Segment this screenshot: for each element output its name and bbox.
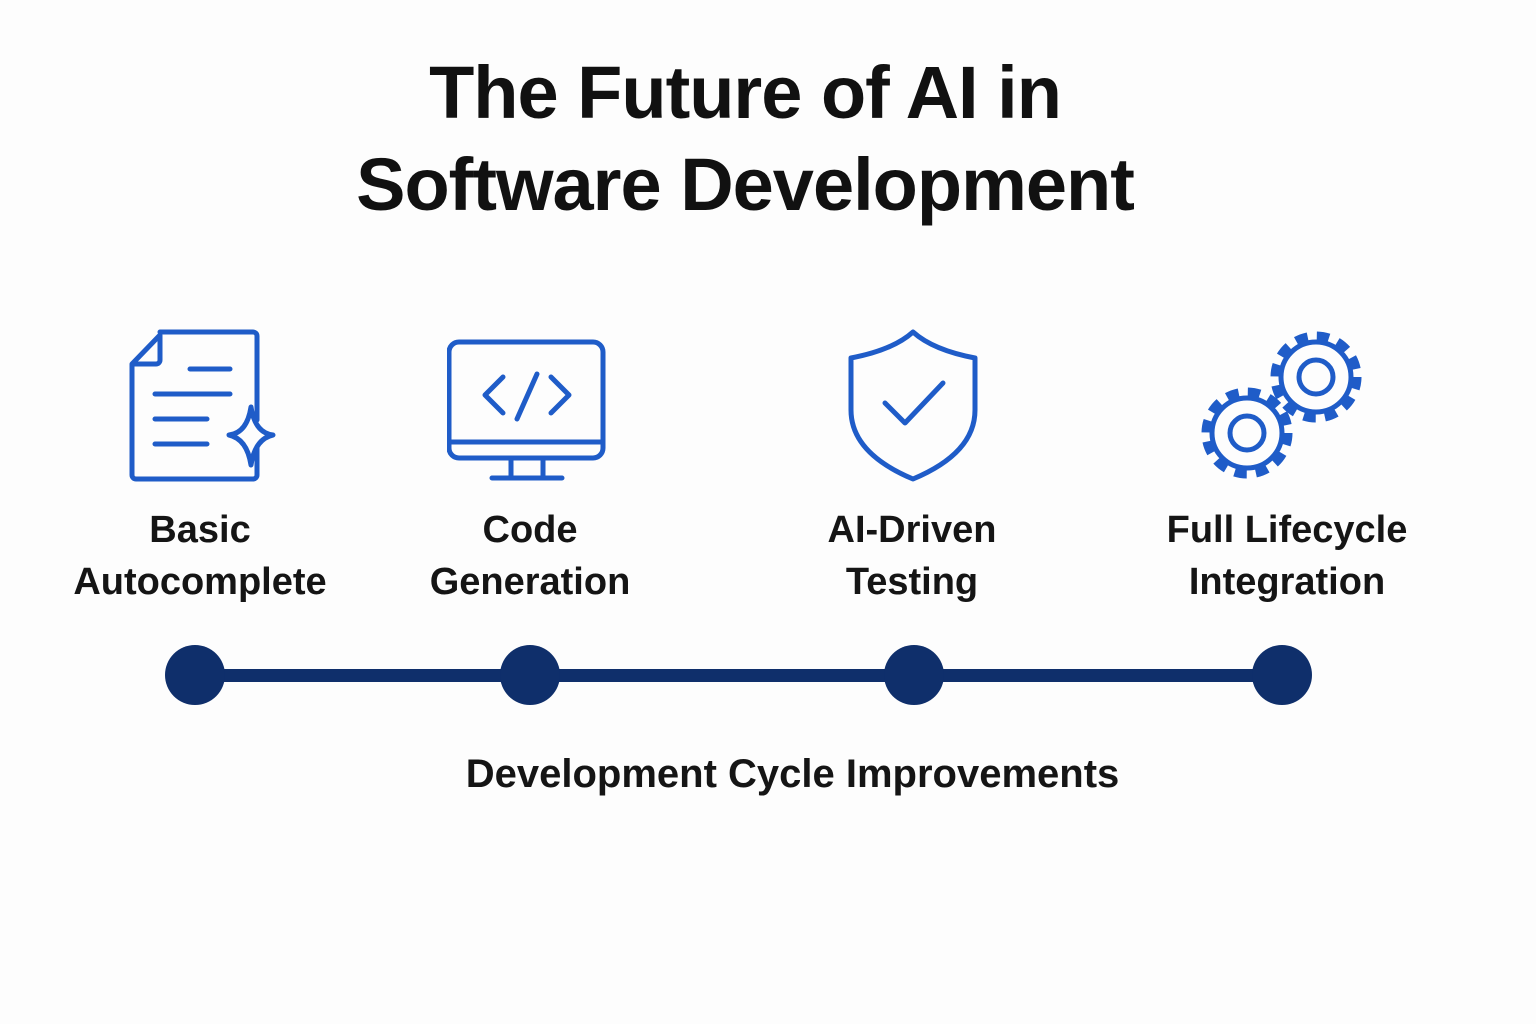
timeline-dot-2 bbox=[500, 645, 560, 705]
timeline-dot-4 bbox=[1252, 645, 1312, 705]
gears-icon bbox=[1195, 325, 1365, 485]
monitor-code-icon bbox=[446, 330, 607, 490]
shield-check-icon bbox=[833, 325, 993, 485]
document-sparkle-icon bbox=[125, 325, 285, 485]
timeline-dot-1 bbox=[165, 645, 225, 705]
timeline-line bbox=[195, 669, 1282, 682]
timeline-caption: Development Cycle Improvements bbox=[465, 752, 1120, 796]
timeline-dot-3 bbox=[884, 645, 944, 705]
title-line-2: Software Development bbox=[356, 143, 1135, 226]
title-line-1: The Future of AI in bbox=[429, 51, 1062, 134]
